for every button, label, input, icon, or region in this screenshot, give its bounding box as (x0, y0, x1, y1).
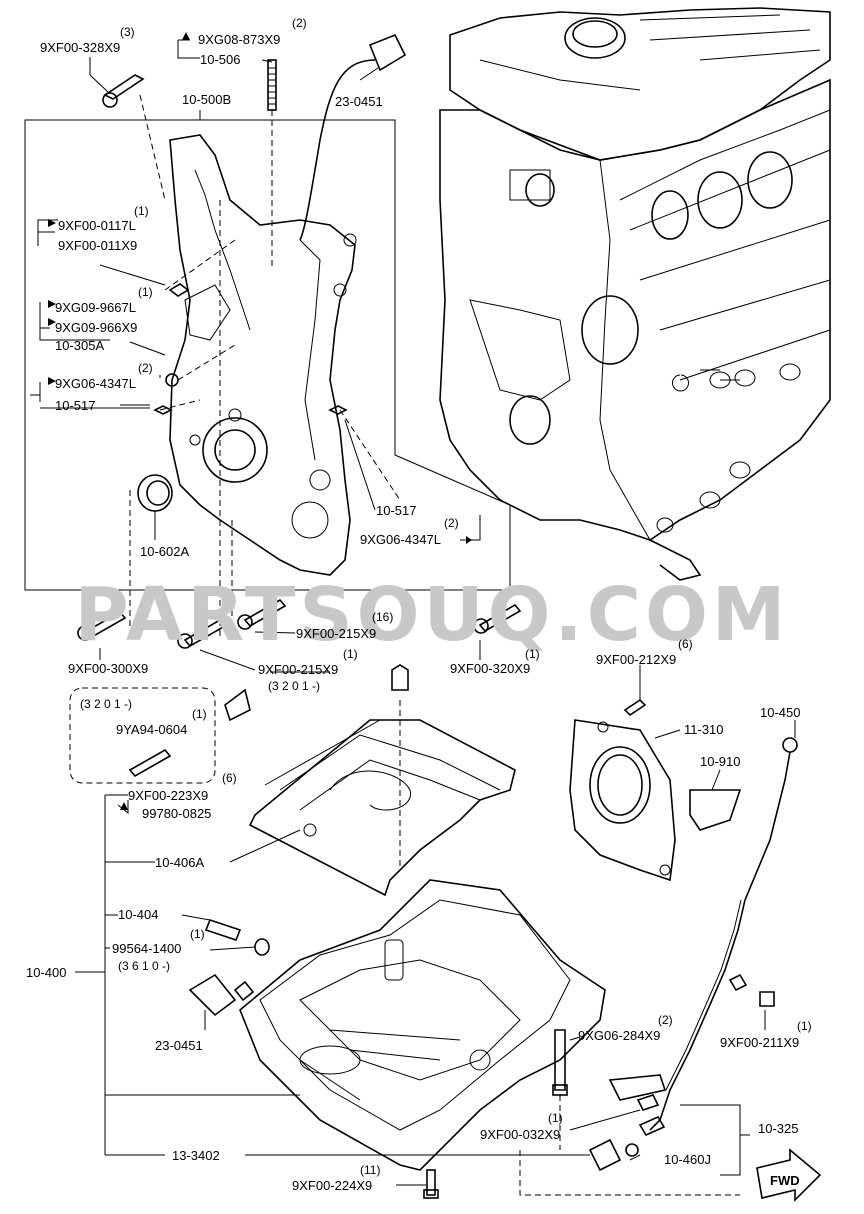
bolt-9xg06-284x9 (554, 1029, 566, 1091)
arrow-icon (48, 300, 56, 308)
part-number-label: 9YA94-0604 (116, 722, 187, 737)
arrow-icon (48, 318, 56, 326)
part-number-label: 9XG06-4347L (360, 532, 441, 547)
reference-arrows (48, 32, 472, 810)
fwd-arrow-icon: FWD (756, 1148, 822, 1202)
qty-label: (6) (222, 771, 237, 785)
qty-label: (1) (134, 204, 149, 218)
qty-label: (1) (192, 707, 207, 721)
fwd-label: FWD (770, 1173, 800, 1188)
part-number-label: 10-305A (55, 338, 104, 353)
part-number-label: 9XG09-966X9 (55, 320, 137, 335)
qty-label: (3) (120, 25, 135, 39)
watermark-text: PARTSOUQ.COM (74, 572, 789, 658)
part-number-label: 11-310 (684, 722, 724, 737)
part-number-label: 9XF00-328X9 (40, 40, 120, 55)
arrow-icon (48, 219, 56, 227)
part-number-label: 99780-0825 (142, 806, 211, 821)
part-number-label: 9XG08-873X9 (198, 32, 280, 47)
part-number-label: 10-450 (760, 705, 800, 720)
part-number-label: 9XF00-011X9 (58, 238, 137, 253)
qty-label: (1) (343, 647, 358, 661)
part-number-label: 9XF00-211X9 (720, 1035, 799, 1050)
part-number-label: 9XF00-032X9 (480, 1127, 560, 1142)
arrow-icon (182, 32, 190, 40)
part-number-label: 9XG09-9667L (55, 300, 136, 315)
bolt-9xf00-212x9 (623, 698, 647, 717)
arrow-icon (120, 802, 128, 810)
qty-label: (2) (138, 361, 153, 375)
sensor-connector (233, 980, 255, 1002)
part-number-label: 10-406A (155, 855, 204, 870)
part-number-label: 9XF00-0117L (58, 218, 136, 233)
qty-label: (2) (444, 516, 459, 530)
cover-bolts (77, 598, 522, 671)
part-number-label: 9XF00-212X9 (596, 652, 676, 667)
timing-cover-group (24, 119, 511, 640)
bolt-9xf00-224x9 (426, 1169, 436, 1196)
variant-callout-box (69, 687, 216, 784)
part-number-label: 10-460J (664, 1152, 711, 1167)
part-number-label: 9XF00-224X9 (292, 1178, 372, 1193)
washer-99564-1400 (254, 938, 270, 956)
stud-9ya94-0604 (128, 748, 172, 778)
arrow-icon (48, 377, 56, 385)
part-number-label: 10-325 (758, 1121, 798, 1136)
part-number-label: 9XG06-284X9 (578, 1028, 660, 1043)
variant-code: (3 2 0 1 -) (80, 697, 132, 711)
part-number-label: 10-602A (140, 544, 189, 559)
bolt-head-224 (423, 1189, 439, 1199)
part-number-label: 23-0451 (335, 94, 383, 109)
arrow-icon (466, 536, 472, 544)
part-number-label: 10-404 (118, 907, 158, 922)
part-number-label: 9XG06-4347L (55, 376, 136, 391)
bolt-9xf00-032x9 (636, 1094, 660, 1111)
rear-seal-housing (569, 719, 676, 882)
drain-plug-10-404 (204, 919, 242, 941)
part-number-label: 13-3402 (172, 1148, 220, 1163)
part-number-label: 23-0451 (155, 1038, 203, 1053)
part-number-label: 10-400 (26, 965, 66, 980)
qty-label: (1) (138, 285, 153, 299)
oil-pan (239, 879, 606, 1171)
part-labels: (3) 9XF00-328X9 (2) 9XG08-873X9 10-506 2… (26, 16, 812, 1193)
qty-label: (1) (548, 1111, 563, 1125)
part-number-label: 10-910 (700, 754, 740, 769)
part-number-label: 99564-1400 (112, 941, 181, 956)
part-number-label: 9XF00-320X9 (450, 661, 530, 676)
part-number-label: 10-500B (182, 92, 231, 107)
part-number-label: 9XF00-215X9 (296, 626, 376, 641)
qty-label: (1) (797, 1019, 812, 1033)
part-number-label: 10-517 (376, 503, 416, 518)
oil-baffle-plate (248, 664, 516, 897)
qty-label: (2) (292, 16, 307, 30)
variant-code: (3 2 0 1 -) (268, 679, 320, 693)
top-fasteners (102, 33, 407, 270)
qty-label: (11) (360, 1163, 380, 1177)
qty-label: (1) (190, 927, 205, 941)
reference-arrow-icon (224, 688, 251, 722)
qty-label: (2) (658, 1013, 673, 1027)
qty-label: (16) (372, 610, 393, 624)
part-number-label: 10-506 (200, 52, 240, 67)
sensor-23-0451-lower (188, 973, 237, 1017)
part-number-label: 9XF00-223X9 (128, 788, 208, 803)
oil-dipstick (588, 737, 798, 1172)
part-number-label: 9XF00-300X9 (68, 661, 148, 676)
part-number-label: 9XF00-215X9 (258, 662, 338, 677)
qty-label: (1) (525, 647, 540, 661)
seal-10-910 (689, 789, 742, 831)
variant-code: (3 6 1 0 -) (118, 959, 170, 973)
engine-block-illustration (439, 7, 831, 581)
qty-label: (6) (678, 637, 693, 651)
part-number-label: 10-517 (55, 398, 95, 413)
